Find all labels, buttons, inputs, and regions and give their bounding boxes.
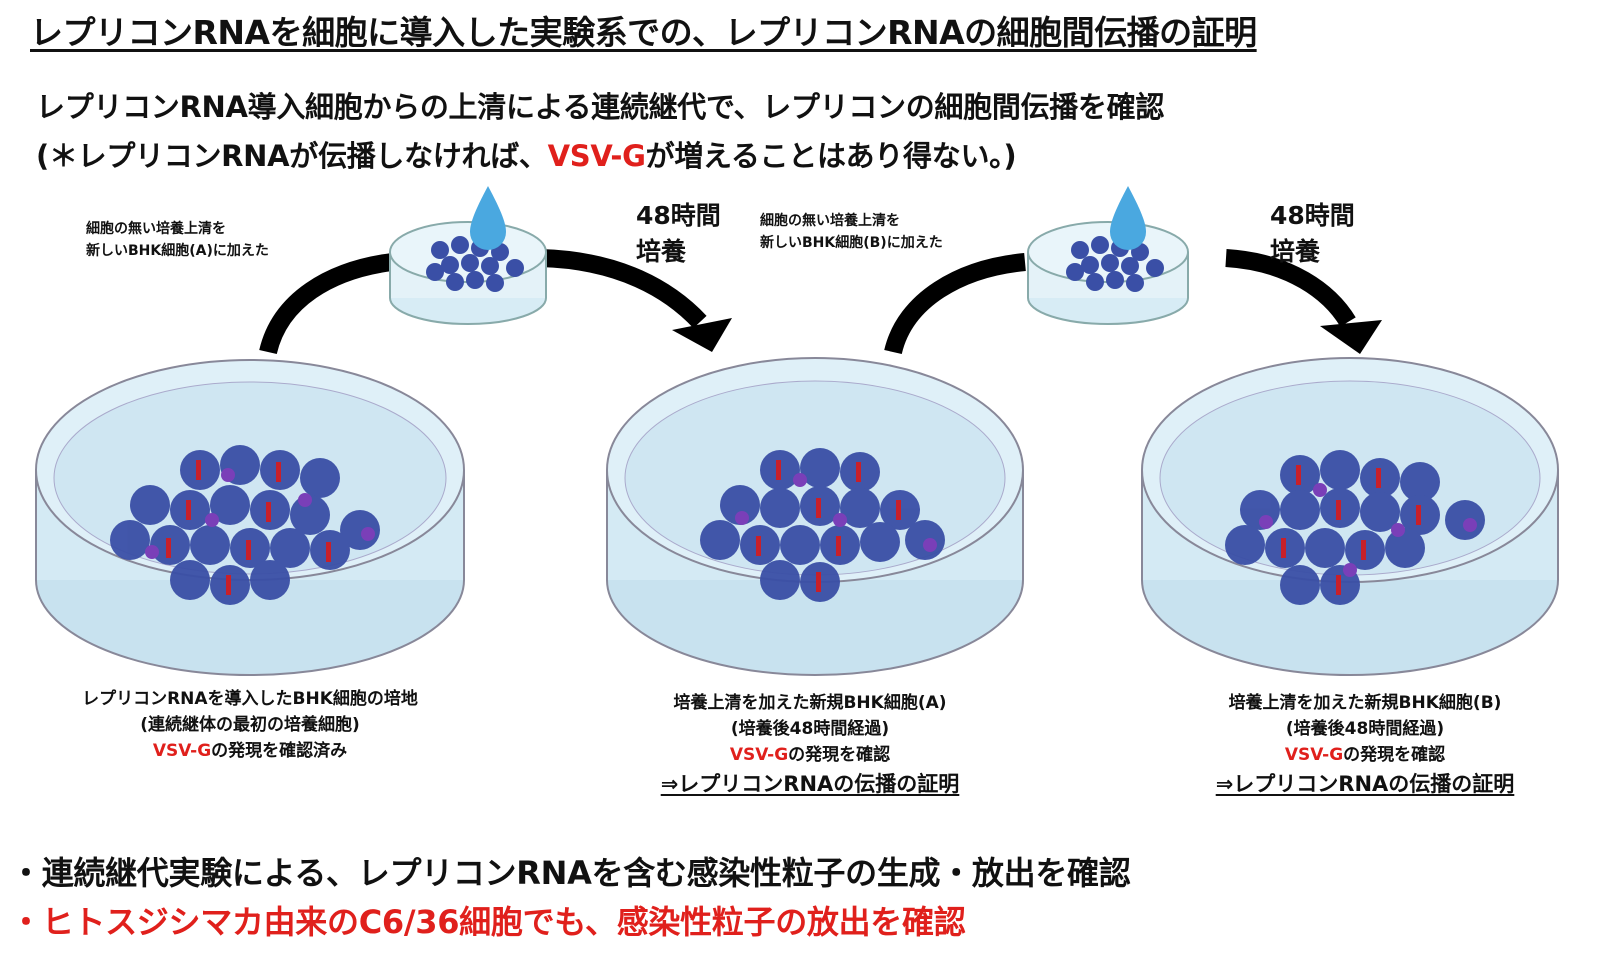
small-dish-b xyxy=(1027,186,1189,325)
culture-time-a-line2: 培養 xyxy=(636,237,687,266)
dish-original xyxy=(35,359,465,676)
caption-a-line3: VSV-Gの発現を確認 xyxy=(600,742,1020,768)
curved-arrow-a xyxy=(539,249,707,329)
curved-arrow-tail-a xyxy=(259,253,394,355)
dish-a xyxy=(606,357,1024,676)
caption-a-line1: 培養上清を加えた新規BHK細胞(A) xyxy=(673,693,947,713)
dish-b xyxy=(1141,357,1559,676)
caption-original-line3: VSV-Gの発現を確認済み xyxy=(30,738,470,764)
caption-a-line2: (培養後48時間経過) xyxy=(730,719,890,739)
transfer-note-b-line1: 細胞の無い培養上清を xyxy=(760,213,900,229)
curved-arrow-tail-b xyxy=(884,253,1026,355)
subtitle-line-1: レプリコンRNA導入細胞からの上清による連続継代で、レプリコンの細胞間伝播を確認 xyxy=(36,90,1165,124)
caption-a-vsvg: VSV-G xyxy=(729,745,789,765)
transfer-note-a-line1: 細胞の無い培養上清を xyxy=(86,221,226,237)
transfer-note-b: 細胞の無い培養上清を 新しいBHK細胞(B)に加えた xyxy=(760,210,943,254)
transfer-note-b-line2: 新しいBHK細胞(B)に加えた xyxy=(760,235,943,251)
caption-b-proof: ⇒レプリコンRNAの伝播の証明 xyxy=(1215,772,1515,796)
caption-a: 培養上清を加えた新規BHK細胞(A) (培養後48時間経過) VSV-Gの発現を… xyxy=(600,690,1020,800)
caption-original-line2: (連続継体の最初の培養細胞) xyxy=(140,715,360,735)
caption-original-vsvg: VSV-G xyxy=(152,741,212,761)
caption-a-proof: ⇒レプリコンRNAの伝播の証明 xyxy=(660,772,960,796)
bullet-c636-cells: ・ヒトスジシマカ由来のC6/36細胞でも、感染性粒子の放出を確認 xyxy=(10,903,966,941)
small-dish-a xyxy=(389,186,547,325)
transfer-note-a: 細胞の無い培養上清を 新しいBHK細胞(A)に加えた xyxy=(86,218,269,262)
curved-arrow-b xyxy=(1225,249,1356,327)
droplet-a xyxy=(470,186,506,250)
culture-time-b-line2: 培養 xyxy=(1270,237,1321,266)
caption-original-line3-suffix: の発現を確認済み xyxy=(211,741,348,761)
culture-time-a: 48時間 培養 xyxy=(636,198,721,270)
caption-b-line1: 培養上清を加えた新規BHK細胞(B) xyxy=(1228,693,1502,713)
caption-original-line1: レプリコンRNAを導入したBHK細胞の培地 xyxy=(82,689,418,709)
transfer-note-a-line2: 新しいBHK細胞(A)に加えた xyxy=(86,243,269,259)
subtitle-line-2-prefix: (＊レプリコンRNAが伝播しなければ、 xyxy=(36,139,548,173)
droplet-b xyxy=(1110,186,1146,250)
arrowhead-b xyxy=(1320,320,1382,354)
culture-time-a-line1: 48時間 xyxy=(636,201,721,230)
arrowhead-a xyxy=(672,318,732,352)
caption-b-line3: VSV-Gの発現を確認 xyxy=(1155,742,1575,768)
caption-b: 培養上清を加えた新規BHK細胞(B) (培養後48時間経過) VSV-Gの発現を… xyxy=(1155,690,1575,800)
caption-original: レプリコンRNAを導入したBHK細胞の培地 (連続継体の最初の培養細胞) VSV… xyxy=(30,686,470,764)
page-title: レプリコンRNAを細胞に導入した実験系での、レプリコンRNAの細胞間伝播の証明 xyxy=(30,13,1257,52)
caption-b-line3-suffix: の発現を確認 xyxy=(1343,745,1446,765)
culture-time-b-line1: 48時間 xyxy=(1270,201,1355,230)
bullet-serial-passage: ・連続継代実験による、レプリコンRNAを含む感染性粒子の生成・放出を確認 xyxy=(10,854,1131,892)
caption-b-vsvg: VSV-G xyxy=(1284,745,1344,765)
caption-b-line2: (培養後48時間経過) xyxy=(1285,719,1445,739)
culture-time-b: 48時間 培養 xyxy=(1270,198,1355,270)
subtitle-line-2: (＊レプリコンRNAが伝播しなければ、VSV-Gが増えることはあり得ない。) xyxy=(36,133,1017,175)
subtitle-line-2-suffix: が増えることはあり得ない。) xyxy=(645,139,1017,173)
subtitle-vsvg: VSV-G xyxy=(547,139,646,173)
caption-a-line3-suffix: の発現を確認 xyxy=(788,745,891,765)
